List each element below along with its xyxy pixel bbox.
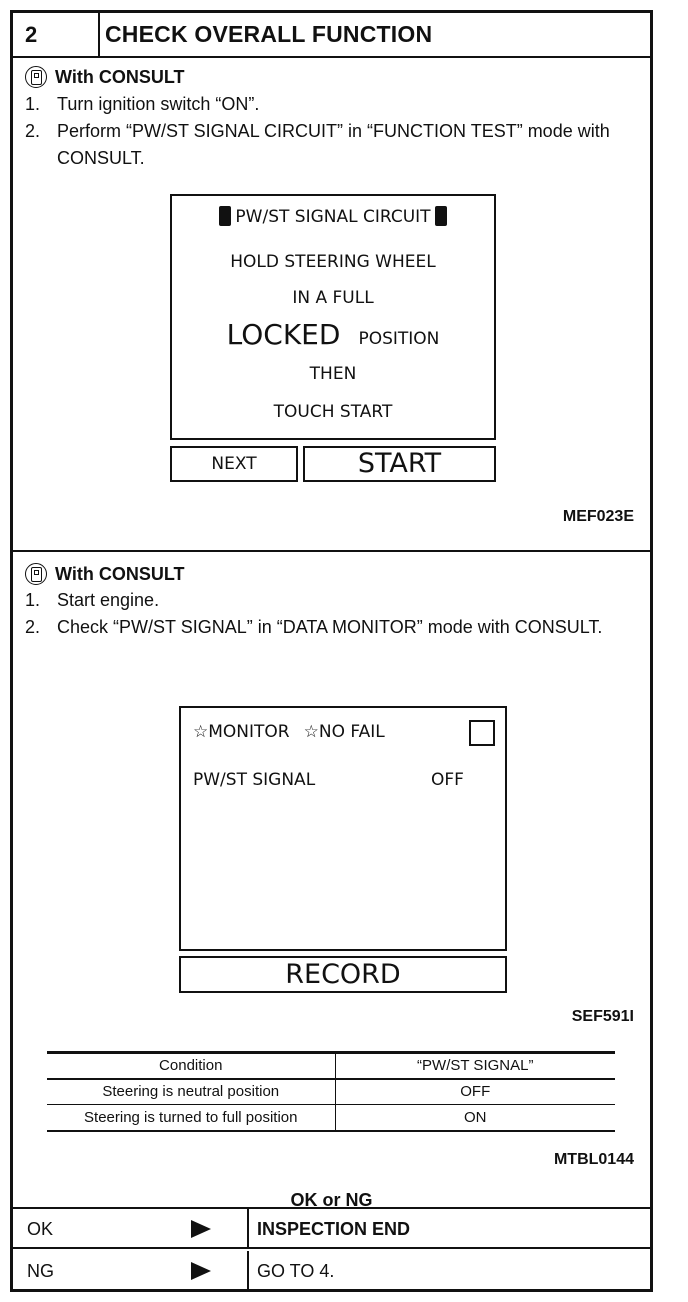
screen-title: PW/ST SIGNAL CIRCUIT bbox=[172, 206, 494, 227]
data-monitor-section: With CONSULT 1. Start engine. 2. Check “… bbox=[13, 554, 650, 1210]
result-label: OK bbox=[27, 1219, 54, 1239]
start-button[interactable]: START bbox=[303, 446, 496, 482]
result-action: INSPECTION END bbox=[257, 1219, 411, 1239]
result-action: GO TO 4. bbox=[257, 1261, 335, 1281]
table-row: Steering is turned to full position ON bbox=[47, 1104, 615, 1131]
list-item: 1. Turn ignition switch “ON”. bbox=[25, 94, 260, 114]
consult-icon bbox=[25, 563, 47, 585]
screen-line: HOLD STEERING WHEEL bbox=[230, 252, 436, 272]
step-list: 1. Turn ignition switch “ON”. 2. Perform… bbox=[25, 91, 637, 172]
table-code: MTBL0144 bbox=[553, 1151, 634, 1168]
ok-or-ng-prompt: OK or NG bbox=[290, 1190, 373, 1210]
screen-line: TOUCH START bbox=[273, 402, 393, 422]
result-label: NG bbox=[27, 1261, 54, 1281]
list-item: 1. Start engine. bbox=[25, 590, 160, 610]
data-monitor-screen: ☆MONITOR ☆NO FAIL PW/ST SIGNAL OFF bbox=[179, 706, 507, 951]
step-list: 1. Start engine. 2. Check “PW/ST SIGNAL”… bbox=[25, 587, 637, 641]
consult-heading: With CONSULT bbox=[25, 66, 184, 88]
function-test-screen: PW/ST SIGNAL CIRCUIT HOLD STEERING WHEEL… bbox=[170, 194, 496, 440]
monitor-header: ☆MONITOR ☆NO FAIL bbox=[193, 722, 385, 742]
consult-label: With CONSULT bbox=[55, 66, 185, 87]
list-item: 2. Perform “PW/ST SIGNAL CIRCUIT” in “FU… bbox=[25, 121, 610, 168]
table-header-row: Condition “PW/ST SIGNAL” bbox=[47, 1052, 615, 1079]
consult-icon bbox=[25, 66, 47, 88]
monitor-item-label: PW/ST SIGNAL bbox=[193, 770, 316, 790]
list-item: 2. Check “PW/ST SIGNAL” in “DATA MONITOR… bbox=[25, 617, 603, 637]
no-fail-label: ☆NO FAIL bbox=[303, 722, 385, 742]
next-button[interactable]: NEXT bbox=[170, 446, 298, 482]
screen-line: IN A FULL bbox=[292, 288, 374, 308]
consult-label: With CONSULT bbox=[55, 563, 185, 584]
procedure-header: 2 CHECK OVERALL FUNCTION bbox=[13, 13, 650, 58]
table-row: Steering is neutral position OFF bbox=[47, 1078, 615, 1105]
block-marker-icon bbox=[434, 206, 447, 226]
procedure-frame: 2 CHECK OVERALL FUNCTION With CONSULT 1.… bbox=[10, 10, 653, 1292]
result-row-ok: OK INSPECTION END bbox=[13, 1209, 650, 1249]
signal-condition-table: Condition “PW/ST SIGNAL” Steering is neu… bbox=[47, 1051, 615, 1132]
consult-heading: With CONSULT bbox=[25, 563, 184, 585]
monitor-item-row: PW/ST SIGNAL OFF bbox=[193, 770, 493, 790]
block-marker-icon bbox=[219, 206, 232, 226]
checkbox[interactable] bbox=[469, 720, 495, 746]
function-test-section: With CONSULT 1. Turn ignition switch “ON… bbox=[13, 58, 650, 552]
column-header-condition: Condition bbox=[47, 1052, 336, 1079]
arrow-right-icon bbox=[191, 1220, 211, 1238]
monitor-item-value: OFF bbox=[431, 770, 464, 790]
step-title: CHECK OVERALL FUNCTION bbox=[105, 21, 433, 47]
figure-code: SEF591I bbox=[571, 1008, 634, 1025]
record-button[interactable]: RECORD bbox=[179, 956, 507, 993]
step-number: 2 bbox=[13, 13, 100, 56]
result-row-ng: NG GO TO 4. bbox=[13, 1251, 650, 1292]
arrow-right-icon bbox=[191, 1262, 211, 1280]
column-header-signal: “PW/ST SIGNAL” bbox=[417, 1057, 534, 1075]
monitor-label: ☆MONITOR bbox=[193, 722, 290, 742]
figure-code: MEF023E bbox=[562, 508, 634, 525]
screen-line: THEN bbox=[309, 364, 357, 384]
